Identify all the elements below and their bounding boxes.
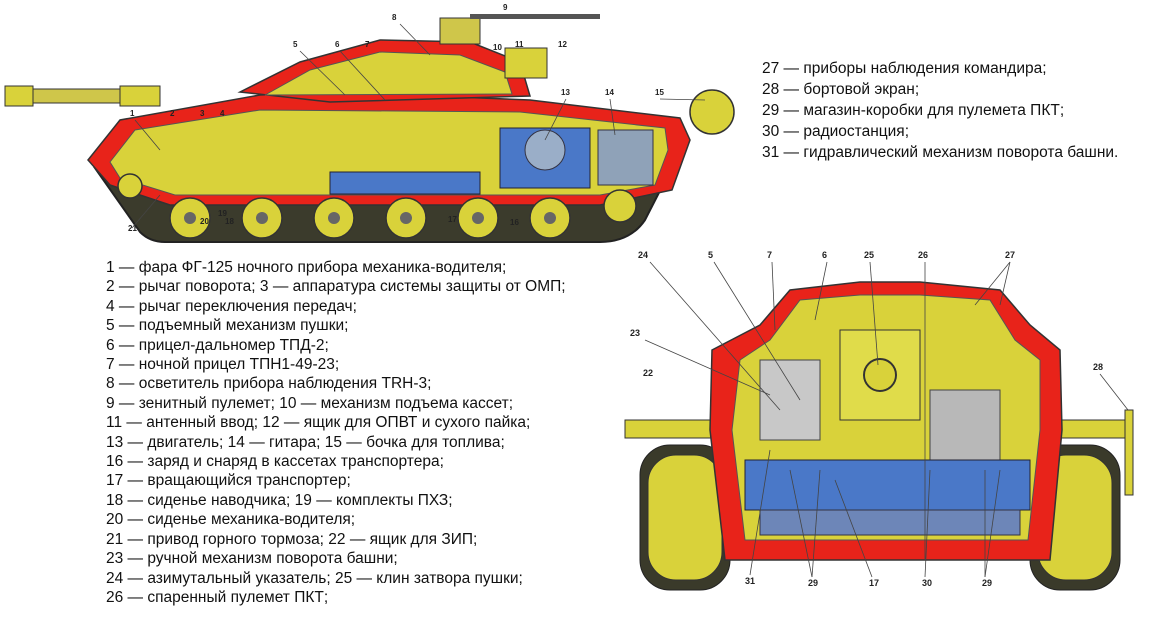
fuel-drum: [689, 89, 735, 135]
gun-evacuator: [119, 85, 161, 107]
front-callout-5: 5: [708, 250, 713, 260]
front-callout-17: 17: [869, 578, 879, 588]
front-callout-30: 30: [922, 578, 932, 588]
side-callout-8: 8: [392, 13, 397, 22]
legend-item: 27 — приборы наблюдения командира;: [762, 60, 1047, 77]
side-callout-12: 12: [558, 40, 567, 49]
opvt-box: [504, 47, 548, 79]
gunner-station: [759, 359, 821, 441]
tank-side-view: [4, 14, 735, 243]
legend-item: 8 — осветитель прибора наблюдения TRH-3;: [106, 375, 432, 393]
engine-detail: [524, 129, 566, 171]
side-callout-9: 9: [503, 3, 508, 12]
legend-item: 11 — антенный ввод; 12 — ящик для ОПВТ и…: [106, 414, 531, 432]
front-callout-25: 25: [864, 250, 874, 260]
carousel-loader: [329, 171, 481, 195]
side-callouts: 8 9 5 6 7 10 11 12 13 14 15 1 2 3 4 16 1…: [128, 3, 664, 233]
legend-item: 17 — вращающийся транспортер;: [106, 472, 351, 490]
aa-machine-gun: [470, 14, 600, 19]
legend-item: 21 — привод горного тормоза; 22 — ящик д…: [106, 530, 478, 548]
side-callout-5: 5: [293, 40, 298, 49]
front-callout-22: 22: [643, 368, 653, 378]
front-callout-28: 28: [1093, 362, 1103, 372]
legend-item: 24 — азимутальный указатель; 25 — клин з…: [106, 569, 523, 587]
legend-item: 7 — ночной прицел ТПН1-49-23;: [106, 356, 340, 374]
front-callouts: 24 5 7 6 25 26 27 23 22 28 31 29 17 30 2…: [630, 250, 1103, 588]
legend-item: 2 — рычаг поворота; 3 — аппаратура систе…: [106, 278, 566, 296]
front-callout-7: 7: [767, 250, 772, 260]
side-callout-2: 2: [170, 109, 175, 118]
side-callout-21: 21: [128, 224, 137, 233]
legend-left: 1 — фара ФГ-125 ночного прибора механика…: [106, 258, 566, 607]
radio-station: [929, 389, 1001, 461]
front-callout-6: 6: [822, 250, 827, 260]
side-callout-1: 1: [130, 109, 135, 118]
legend-item: 26 — спаренный пулемет ПКТ;: [106, 588, 329, 606]
legend-item: 18 — сиденье наводчика; 19 — комплекты П…: [106, 491, 453, 509]
front-callout-23: 23: [630, 328, 640, 338]
front-callout-31: 31: [745, 576, 755, 586]
side-callout-20: 20: [200, 217, 209, 226]
fender-left: [624, 419, 716, 439]
side-callout-15: 15: [655, 88, 664, 97]
legend-item: 6 — прицел-дальномер ТПД-2;: [106, 336, 329, 354]
side-screen-right: [1124, 409, 1134, 496]
legend-item: 30 — радиостанция;: [762, 123, 910, 140]
legend-item: 29 — магазин-коробки для пулемета ПКТ;: [762, 102, 1065, 119]
carousel-front: [744, 459, 1031, 511]
legend-item: 5 — подъемный механизм пушки;: [106, 317, 349, 335]
legend-right: 27 — приборы наблюдения командира; 28 — …: [762, 58, 1118, 163]
leader-lines: [131, 23, 1129, 578]
side-callout-19: 19: [218, 209, 227, 218]
side-callout-17: 17: [448, 215, 457, 224]
breech-circle: [863, 358, 897, 392]
turret-interior: [264, 51, 513, 96]
side-callout-13: 13: [561, 88, 570, 97]
legend-item: 9 — зенитный пулемет; 10 — механизм подъ…: [106, 394, 514, 412]
side-callout-3: 3: [200, 109, 205, 118]
side-callout-10: 10: [493, 43, 502, 52]
side-callout-7: 7: [365, 40, 370, 49]
side-callout-16: 16: [510, 218, 519, 227]
legend-item: 31 — гидравлический механизм поворота ба…: [762, 144, 1119, 161]
roadwheel-left: [647, 454, 723, 581]
legend-item: 20 — сиденье механика-водителя;: [106, 511, 356, 529]
side-callout-6: 6: [335, 40, 340, 49]
gun-muzzle: [4, 85, 34, 107]
tank-front-view: [624, 281, 1134, 591]
side-callout-11: 11: [515, 40, 524, 49]
side-callout-14: 14: [605, 88, 614, 97]
side-callout-18: 18: [225, 217, 234, 226]
front-callout-24: 24: [638, 250, 648, 260]
legend-item: 16 — заряд и снаряд в кассетах транспорт…: [106, 453, 444, 471]
front-callout-26: 26: [918, 250, 928, 260]
legend-item: 28 — бортовой экран;: [762, 81, 920, 98]
legend-item: 1 — фара ФГ-125 ночного прибора механика…: [106, 259, 507, 276]
front-callout-27: 27: [1005, 250, 1015, 260]
legend-item: 23 — ручной механизм поворота башни;: [106, 550, 398, 568]
legend-item: 4 — рычаг переключения передач;: [106, 297, 357, 315]
transmission: [597, 129, 654, 186]
legend-item: 13 — двигатель; 14 — гитара; 15 — бочка …: [106, 433, 505, 451]
floor-section: [759, 509, 1021, 536]
side-callout-4: 4: [220, 109, 225, 118]
front-callout-29b: 29: [982, 578, 992, 588]
front-callout-29a: 29: [808, 578, 818, 588]
commander-cupola: [439, 17, 481, 45]
